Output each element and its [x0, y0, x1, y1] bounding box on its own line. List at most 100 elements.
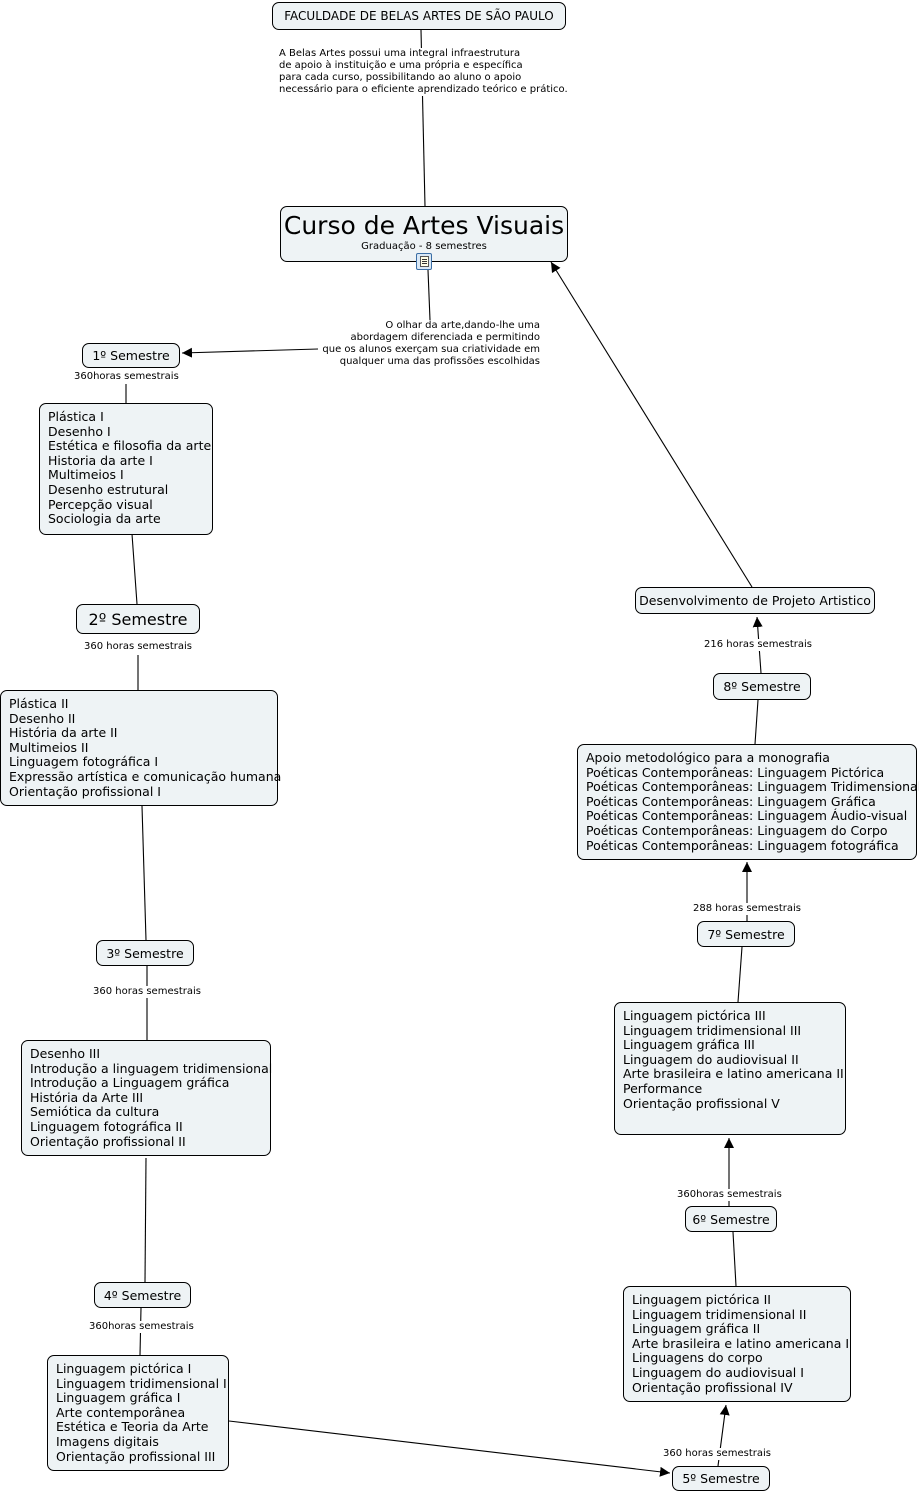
semester-5-hours: 360 horas semestrais: [662, 1448, 772, 1460]
subject-item: Orientação profissional IV: [632, 1379, 793, 1395]
semester-5-subjects[interactable]: Linguagem pictórica II Linguagem tridime…: [623, 1286, 851, 1402]
subject-item: Orientação profissional V: [623, 1095, 780, 1111]
subject-item: Percepção visual: [48, 496, 153, 512]
course-text: O olhar da arte,dando-lhe uma abordagem …: [318, 320, 540, 368]
link-course-text: [427, 269, 431, 321]
subject-item: Linguagem pictórica I: [56, 1361, 192, 1376]
intro-line: de apoio à instituição e uma própria e e…: [279, 60, 523, 71]
semester-1-label: 1º Semestre: [92, 348, 170, 363]
semester-6-subjects[interactable]: Linguagem pictórica III Linguagem tridim…: [614, 1002, 846, 1135]
subject-item: Arte brasileira e latino americana I: [632, 1335, 850, 1351]
course-text-line: O olhar da arte,dando-lhe uma: [385, 320, 540, 331]
institution-title: FACULDADE DE BELAS ARTES DE SÃO PAULO: [284, 9, 554, 23]
intro-line: para cada curso, possibilitando ao aluno…: [279, 72, 522, 83]
subject-item: Linguagem gráfica I: [56, 1390, 181, 1406]
subject-item: Orientação profissional I: [9, 783, 161, 799]
semester-1-subjects[interactable]: Plástica I Desenho I Estética e filosofi…: [39, 403, 213, 535]
subject-item: Linguagem fotográfica I: [9, 754, 159, 770]
subject-item: Historia da arte I: [48, 452, 153, 468]
subject-item: Linguagem do audiovisual II: [623, 1051, 799, 1067]
course-text-line: qualquer uma das profissões escolhidas: [339, 356, 540, 367]
subject-item: Orientação profissional III: [56, 1448, 216, 1464]
semester-8-node[interactable]: 8º Semestre: [713, 673, 811, 700]
subject-item: Linguagens do corpo: [632, 1350, 763, 1366]
course-subtitle: Graduação - 8 semestres: [361, 240, 487, 252]
subject-item: Apoio metodológico para a monografia: [586, 750, 830, 765]
link-list3-s4: [144, 1157, 147, 1283]
subject-item: História da arte II: [9, 725, 118, 741]
subject-item: Linguagem fotográfica II: [30, 1118, 183, 1134]
subject-item: Desenho I: [48, 423, 111, 439]
link-list7-s8: [754, 699, 759, 745]
semester-7-node[interactable]: 7º Semestre: [697, 921, 795, 947]
semester-4-label: 4º Semestre: [103, 1287, 182, 1303]
subject-item: Introdução a linguagem tridimensional: [30, 1060, 273, 1076]
link-list1-s2: [131, 533, 138, 605]
subject-item: Linguagem tridimensional I: [56, 1375, 227, 1391]
subject-item: Arte brasileira e latino americana II: [623, 1066, 844, 1082]
final-project-node[interactable]: Desenvolvimento de Projeto Artistico: [635, 587, 875, 614]
semester-2-hours: 360 horas semestrais: [83, 641, 193, 653]
subject-item: Imagens digitais: [56, 1433, 159, 1449]
subject-item: Poéticas Contemporâneas: Linguagem Pictó…: [586, 764, 885, 780]
semester-5-label: 5º Semestre: [682, 1471, 760, 1486]
semester-4-subjects[interactable]: Linguagem pictórica I Linguagem tridimen…: [47, 1355, 229, 1471]
subject-item: Plástica I: [48, 409, 104, 424]
semester-6-hours: 360horas semestrais: [676, 1189, 783, 1201]
subject-item: Linguagem gráfica II: [632, 1321, 761, 1337]
link-list5-s6: [732, 1231, 737, 1287]
subject-item: Multimeios I: [48, 467, 124, 483]
document-icon[interactable]: [416, 253, 432, 270]
subject-item: Linguagem pictórica II: [632, 1292, 771, 1307]
semester-7-hours: 288 horas semestrais: [692, 903, 802, 915]
semester-3-node[interactable]: 3º Semestre: [96, 940, 194, 966]
semester-1-node[interactable]: 1º Semestre: [82, 343, 180, 368]
link-list6-s7: [737, 946, 743, 1003]
intro-line: A Belas Artes possui uma integral infrae…: [279, 48, 521, 59]
course-title: Curso de Artes Visuais: [283, 210, 565, 240]
semester-2-label: 2º Semestre: [88, 609, 188, 629]
semester-6-label: 6º Semestre: [692, 1211, 770, 1227]
subject-item: Linguagem tridimensional II: [632, 1306, 807, 1322]
subject-item: Expressão artística e comunicação humana: [9, 768, 282, 784]
link-list2-s3: [141, 805, 147, 941]
subject-item: Estética e filosofia da arte: [48, 438, 212, 454]
subject-item: História da Arte III: [30, 1089, 144, 1105]
semester-4-node[interactable]: 4º Semestre: [94, 1282, 191, 1308]
semester-3-hours: 360 horas semestrais: [92, 986, 202, 998]
final-project-label: Desenvolvimento de Projeto Artistico: [639, 593, 871, 608]
subject-item: Poéticas Contemporâneas: Linguagem Gráfi…: [586, 793, 876, 809]
subject-item: Poéticas Contemporâneas: Linguagem do Co…: [586, 822, 888, 838]
subject-item: Semiótica da cultura: [30, 1104, 160, 1120]
semester-7-subjects[interactable]: Apoio metodológico para a monografia Poé…: [577, 744, 919, 860]
subject-item: Desenho II: [9, 710, 76, 726]
semester-5-node[interactable]: 5º Semestre: [672, 1466, 770, 1491]
semester-2-node[interactable]: 2º Semestre: [76, 604, 200, 634]
course-text-line: abordagem diferenciada e permitindo: [350, 332, 540, 343]
subject-item: Linguagem do audiovisual I: [632, 1364, 804, 1380]
subject-item: Introdução a Linguagem gráfica: [30, 1075, 230, 1091]
intro-text: A Belas Artes possui uma integral infrae…: [279, 48, 568, 96]
semester-3-subjects[interactable]: Desenho III Introdução a linguagem tridi…: [21, 1040, 273, 1156]
subject-item: Desenho III: [30, 1046, 101, 1061]
subject-item: Arte contemporânea: [56, 1404, 186, 1420]
semester-4-hours: 360horas semestrais: [88, 1321, 195, 1333]
subject-item: Sociologia da arte: [48, 511, 161, 527]
semester-8-hours: 216 horas semestrais: [703, 639, 813, 651]
subject-item: Multimeios II: [9, 739, 89, 755]
subject-item: Poéticas Contemporâneas: Linguagem Tridi…: [586, 779, 919, 795]
semester-7-label: 7º Semestre: [707, 926, 785, 942]
semester-8-label: 8º Semestre: [723, 679, 801, 694]
arrow-to-s1: [181, 347, 319, 358]
semester-1-hours: 360horas semestrais: [73, 371, 180, 383]
semester-6-node[interactable]: 6º Semestre: [685, 1206, 777, 1232]
subject-item: Plástica II: [9, 696, 69, 711]
intro-line: necessário para o eficiente aprendizado …: [279, 84, 568, 95]
semester-3-label: 3º Semestre: [106, 945, 184, 961]
subject-item: Poéticas Contemporâneas: Linguagem Áudio…: [586, 808, 908, 824]
subject-item: Performance: [623, 1080, 703, 1096]
subject-item: Poéticas Contemporâneas: Linguagem fotog…: [586, 837, 899, 853]
semester-2-subjects[interactable]: Plástica II Desenho II História da arte …: [0, 690, 282, 806]
institution-title-node[interactable]: FACULDADE DE BELAS ARTES DE SÃO PAULO: [272, 2, 566, 30]
subject-item: Desenho estrutural: [48, 481, 169, 497]
